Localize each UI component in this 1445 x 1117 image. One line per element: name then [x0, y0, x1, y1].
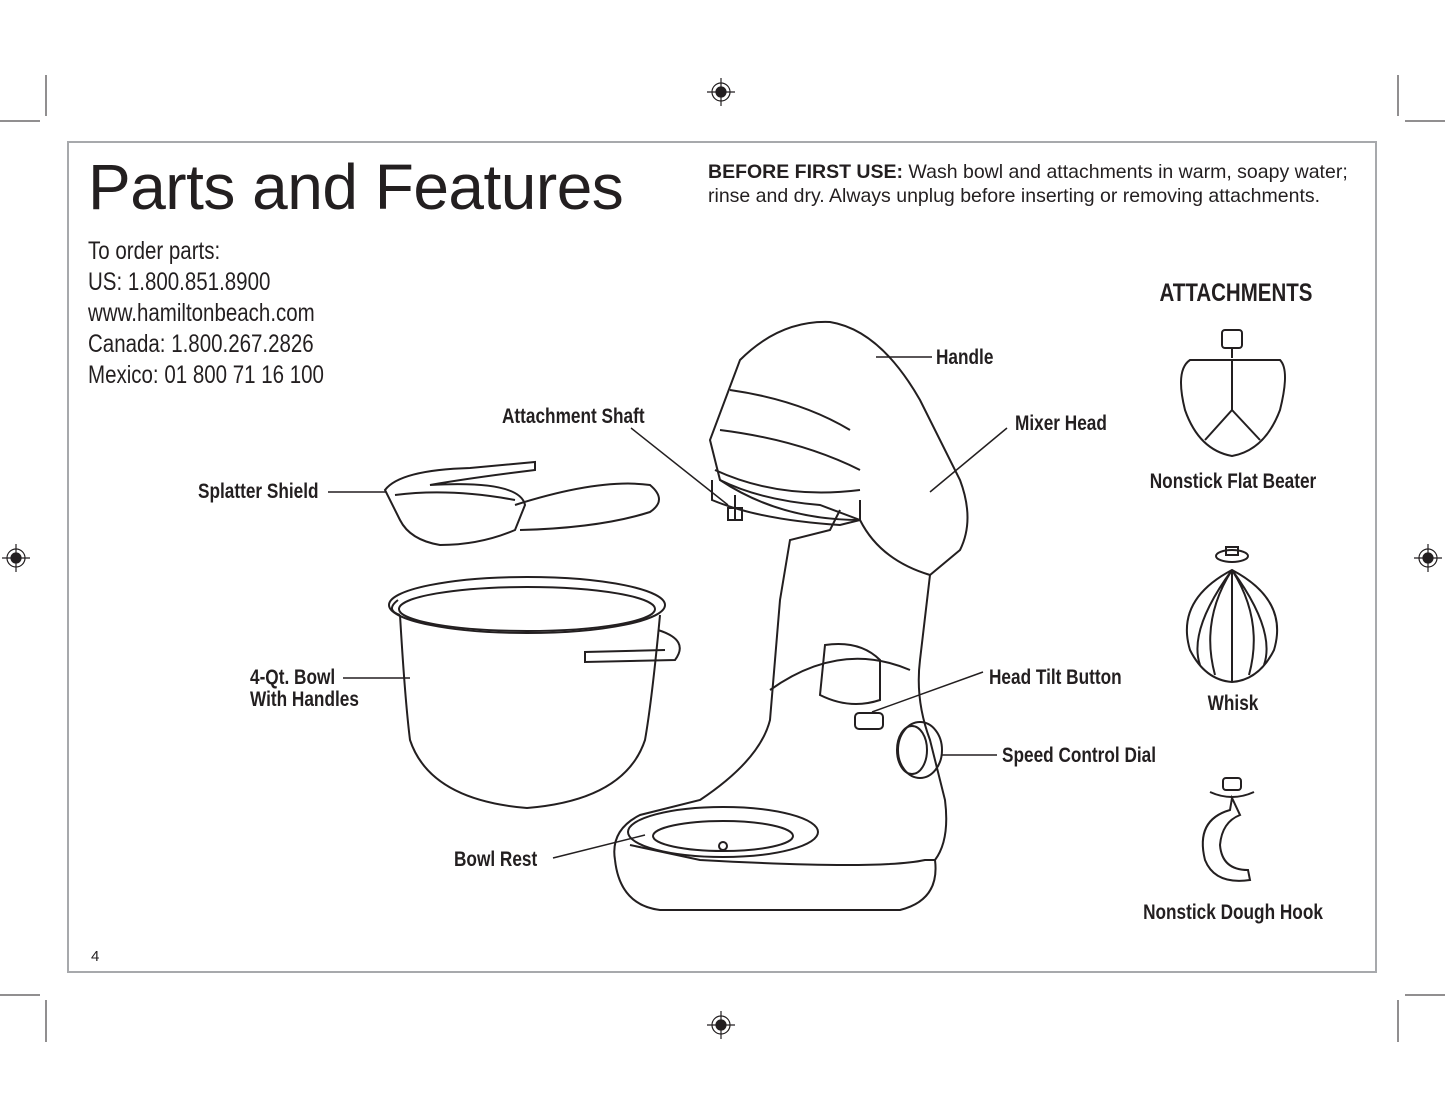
- dough-hook-drawing: [1201, 777, 1255, 882]
- order-us-phone: US: 1.800.851.8900: [88, 268, 271, 296]
- before-first-use-note: BEFORE FIRST USE: Wash bowl and attachme…: [708, 160, 1358, 208]
- label-whisk: Whisk: [1207, 692, 1259, 715]
- splatter-shield-drawing: [383, 460, 660, 547]
- attachments-heading: ATTACHMENTS: [1159, 279, 1313, 307]
- stand-mixer-drawing: [613, 320, 969, 911]
- registration-mark-bottom: [707, 1011, 735, 1039]
- registration-mark-right: [1414, 544, 1442, 572]
- page-number: 4: [91, 948, 100, 965]
- crop-marks: [0, 75, 1445, 1042]
- order-mexico-phone: Mexico: 01 800 71 16 100: [88, 361, 324, 389]
- order-canada-phone: Canada: 1.800.267.2826: [88, 330, 314, 358]
- registration-mark-left: [2, 544, 30, 572]
- label-bowl-line2: With Handles: [250, 688, 359, 711]
- order-website: www.hamiltonbeach.com: [88, 299, 315, 327]
- page-frame: [67, 141, 1377, 973]
- label-flat-beater: Nonstick Flat Beater: [1149, 470, 1317, 493]
- before-first-use-text: Wash bowl and attachments in warm, soapy…: [708, 161, 1348, 207]
- label-speed-control-dial: Speed Control Dial: [1002, 744, 1157, 767]
- label-bowl: 4-Qt. Bowl With Handles: [250, 667, 359, 711]
- whisk-drawing: [1185, 546, 1279, 684]
- label-bowl-line1: 4-Qt. Bowl: [250, 666, 336, 689]
- label-bowl-rest: Bowl Rest: [454, 848, 538, 871]
- order-heading: To order parts:: [88, 237, 221, 265]
- label-head-tilt-button: Head Tilt Button: [989, 666, 1122, 689]
- order-parts-info: To order parts: US: 1.800.851.8900 www.h…: [88, 236, 324, 391]
- bowl-drawing: [388, 576, 681, 810]
- label-splatter-shield: Splatter Shield: [198, 480, 319, 503]
- page-title: Parts and Features: [88, 151, 624, 223]
- before-first-use-label: BEFORE FIRST USE:: [708, 161, 904, 183]
- leader-lines: [328, 356, 1008, 859]
- label-dough-hook: Nonstick Dough Hook: [1143, 901, 1323, 924]
- registration-mark-top: [707, 78, 735, 106]
- label-handle: Handle: [936, 346, 994, 369]
- label-attachment-shaft: Attachment Shaft: [502, 405, 645, 428]
- label-mixer-head: Mixer Head: [1015, 412, 1107, 435]
- flat-beater-drawing: [1180, 329, 1286, 458]
